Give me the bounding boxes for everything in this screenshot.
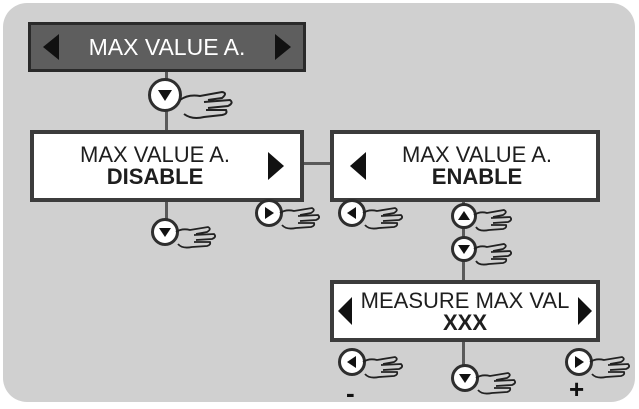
plus-sign: +: [569, 374, 585, 404]
up-button[interactable]: [451, 203, 477, 229]
measure-box-value: XXX: [442, 310, 488, 335]
measure-box-title: MEASURE MAX VAL: [360, 288, 570, 313]
left-arrow-icon: [347, 356, 356, 368]
down-arrow-icon: [459, 374, 471, 383]
down-button[interactable]: [451, 236, 477, 262]
down-arrow-icon: [159, 228, 171, 237]
pointing-hand-icon: [475, 372, 517, 395]
down-arrow-icon: [458, 245, 470, 254]
minus-sign: -: [346, 378, 355, 408]
right-arrow-icon: [575, 356, 584, 368]
enable-box-title: MAX VALUE A.: [402, 142, 552, 167]
pointing-hand-icon: [362, 207, 404, 230]
down-arrow-icon: [158, 90, 172, 101]
disable-box-state: DISABLE: [106, 164, 204, 189]
disable-box-title: MAX VALUE A.: [80, 142, 230, 167]
enable-box-state: ENABLE: [431, 164, 523, 189]
header-title: MAX VALUE A.: [88, 34, 246, 60]
left-arrow-icon: [43, 34, 59, 60]
wire-disable-down: [165, 202, 168, 227]
pointing-hand-icon: [279, 207, 321, 230]
pointing-hand-icon: [362, 356, 404, 379]
down-button[interactable]: [451, 364, 479, 392]
wire-measure-down: [462, 342, 465, 372]
pointing-hand-icon: [175, 226, 217, 249]
pointing-hand-icon: [179, 90, 233, 119]
left-arrow-icon: [350, 152, 366, 180]
right-arrow-icon: [265, 207, 274, 219]
measure-value-box: MEASURE MAX VAL XXX: [330, 280, 600, 342]
disable-state-box: MAX VALUE A. DISABLE: [30, 130, 304, 202]
pointing-hand-icon: [473, 243, 513, 266]
left-button[interactable]: [338, 199, 366, 227]
right-arrow-icon: [275, 34, 291, 60]
up-arrow-icon: [458, 211, 470, 220]
pointing-hand-icon: [589, 356, 631, 379]
right-arrow-icon: [268, 152, 284, 180]
right-arrow-icon: [578, 297, 592, 325]
header-menu-bar: MAX VALUE A.: [28, 22, 306, 72]
left-arrow-icon: [338, 297, 352, 325]
down-button[interactable]: [148, 78, 182, 112]
pointing-hand-icon: [473, 209, 513, 232]
wire-disable-enable: [304, 162, 330, 165]
enable-state-box: MAX VALUE A. ENABLE: [330, 130, 600, 202]
left-arrow-icon: [347, 207, 356, 219]
